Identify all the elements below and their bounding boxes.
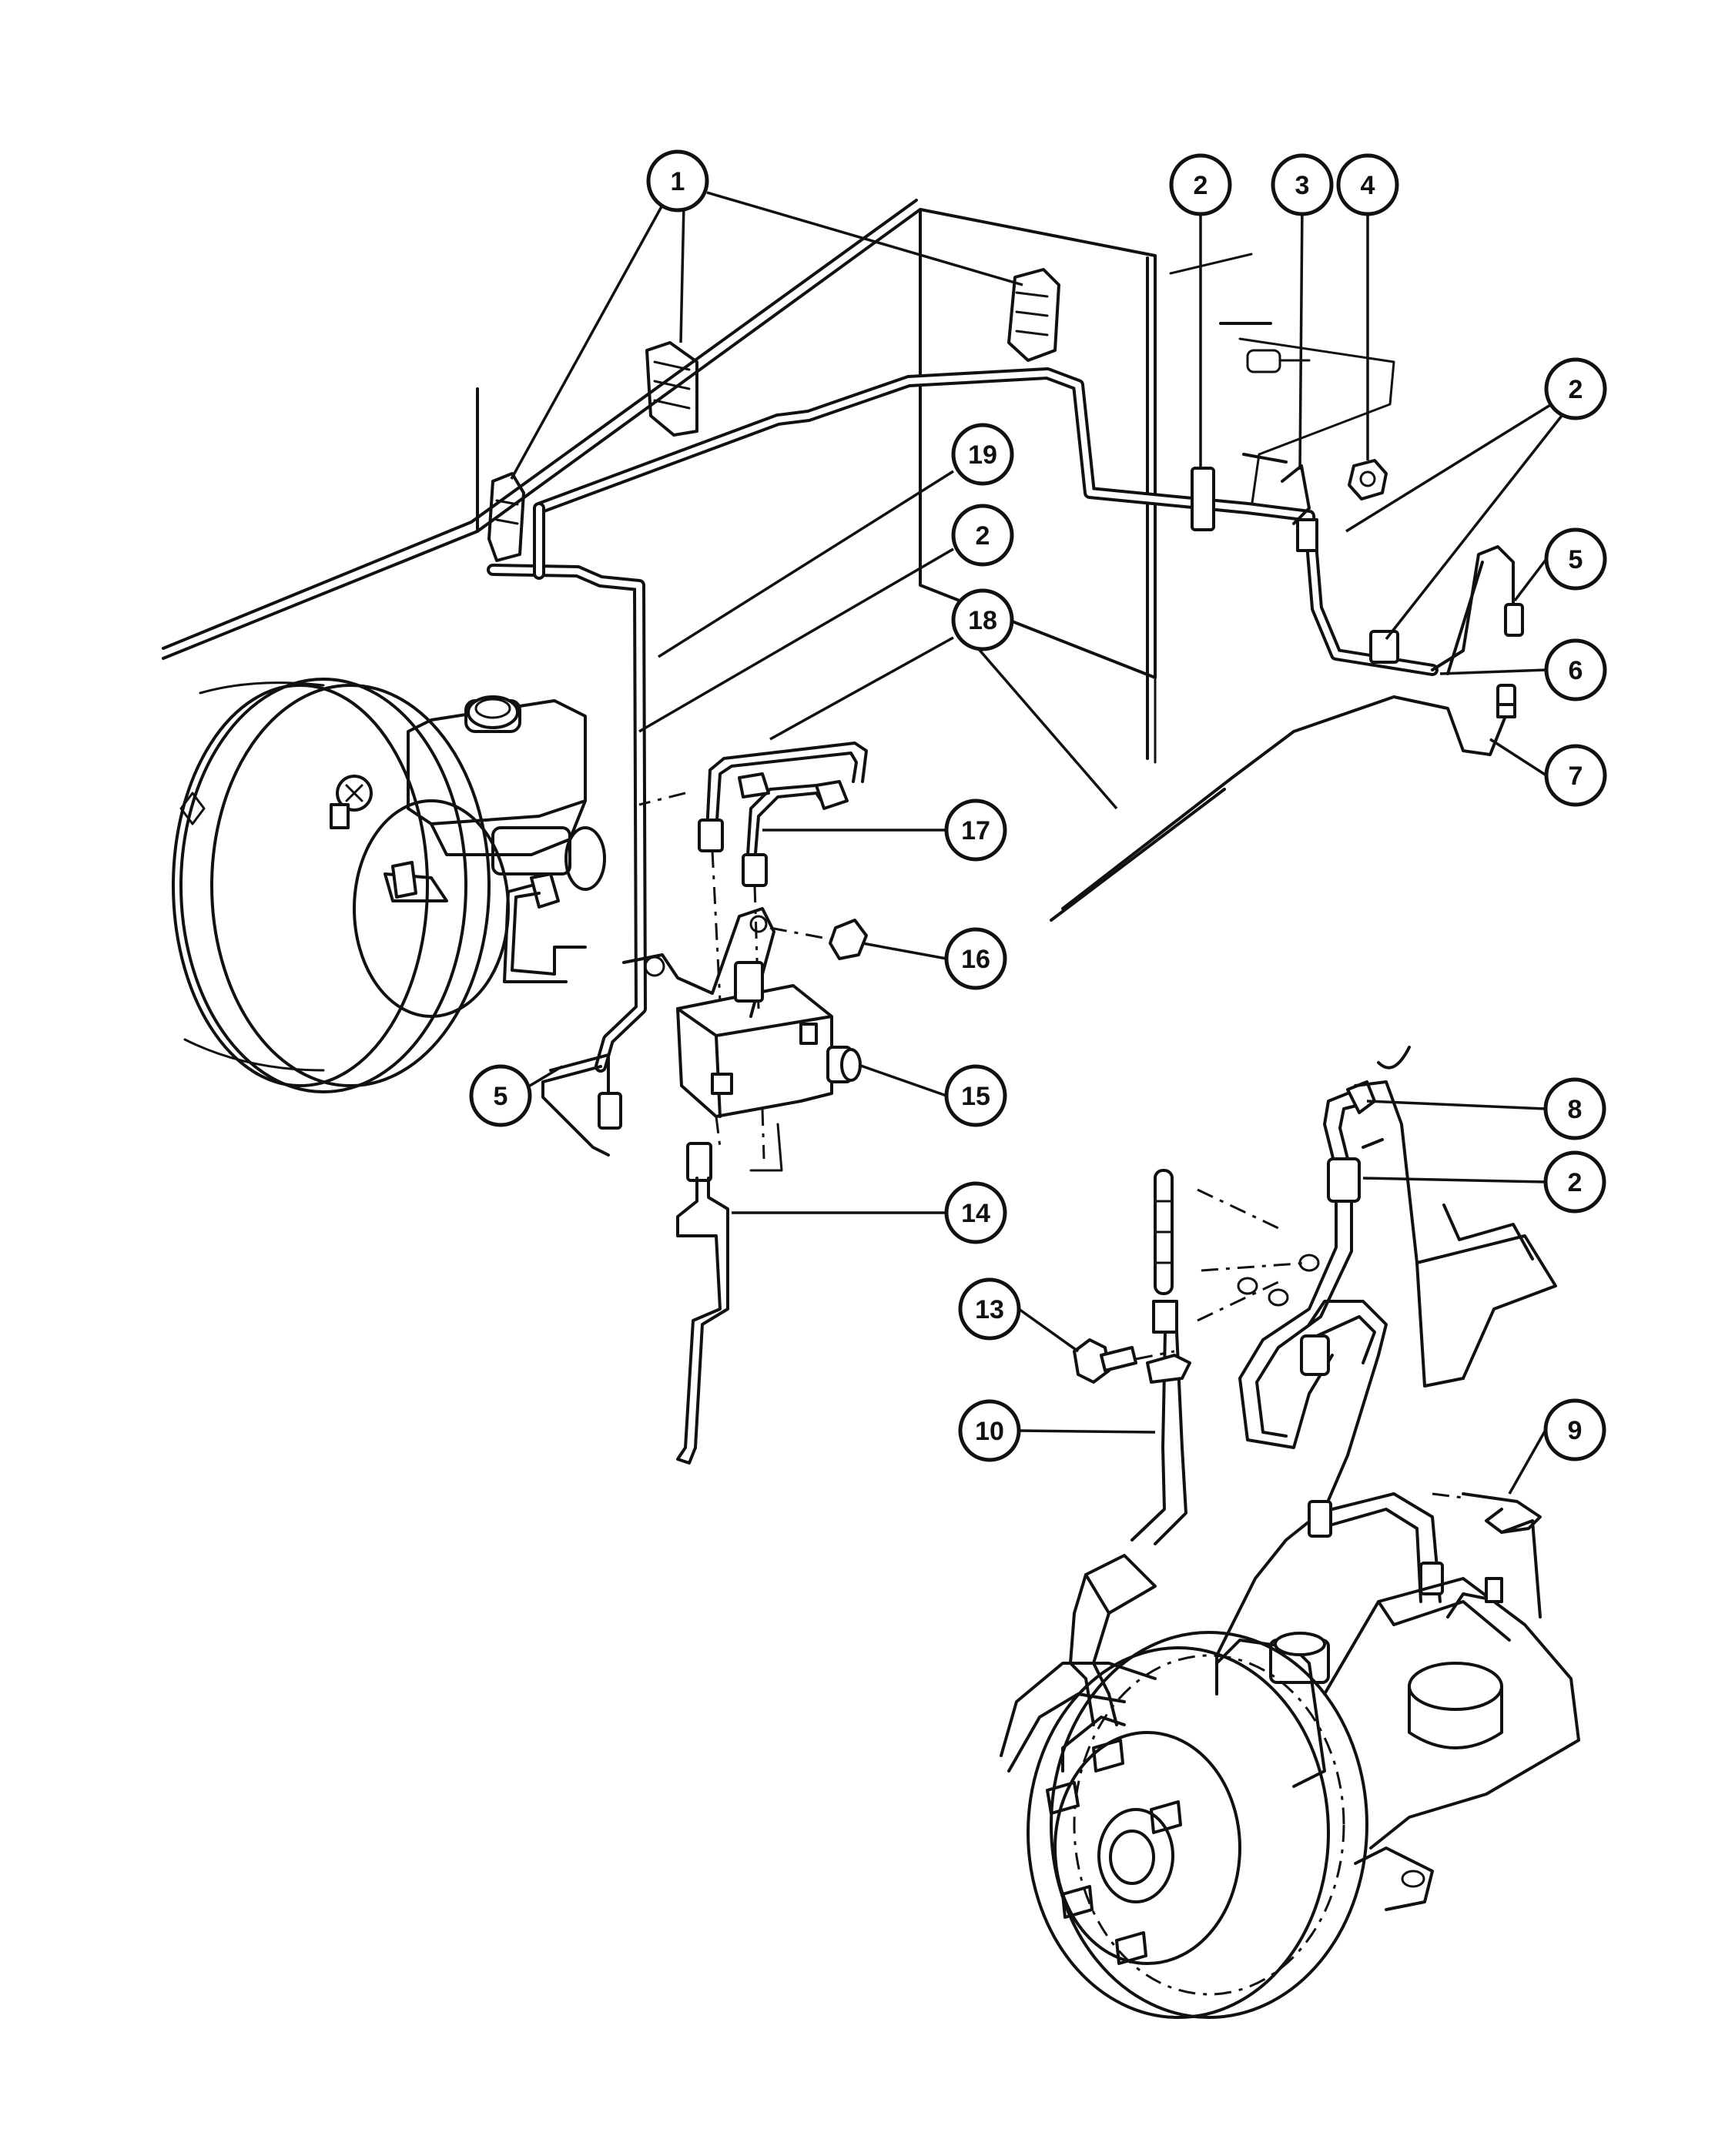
callout-3: 3 <box>1271 153 1334 216</box>
master-cylinder <box>384 695 606 983</box>
callout-7: 7 <box>1544 744 1607 807</box>
upper-brake-tubes <box>487 367 1524 1073</box>
callout-10: 10 <box>958 1399 1021 1462</box>
leader-lines <box>510 186 1563 1495</box>
svg-text:17: 17 <box>961 816 990 845</box>
proportioning-valve <box>622 907 868 1172</box>
wheel-studs <box>1046 1739 1182 1965</box>
svg-text:3: 3 <box>1295 171 1310 200</box>
svg-text:2: 2 <box>1568 1168 1583 1197</box>
callout-1: 1 <box>646 149 709 213</box>
svg-text:2: 2 <box>976 521 990 551</box>
svg-text:5: 5 <box>494 1082 508 1111</box>
svg-text:16: 16 <box>961 945 990 974</box>
tube-clips-small <box>1191 322 1399 664</box>
svg-text:10: 10 <box>975 1417 1004 1446</box>
callout-2-lower: 2 <box>1543 1150 1606 1214</box>
callout-2-right: 2 <box>1544 357 1607 420</box>
callout-5-left: 5 <box>469 1064 532 1127</box>
svg-text:1: 1 <box>671 167 685 196</box>
svg-text:6: 6 <box>1569 656 1583 685</box>
svg-text:9: 9 <box>1568 1416 1583 1445</box>
callout-13: 13 <box>958 1277 1021 1341</box>
svg-text:2: 2 <box>1194 171 1208 200</box>
svg-text:5: 5 <box>1569 545 1583 574</box>
svg-text:7: 7 <box>1569 762 1583 791</box>
svg-text:15: 15 <box>961 1082 990 1111</box>
brake-line-14 <box>676 1142 729 1465</box>
callout-16: 16 <box>944 927 1007 990</box>
callout-17: 17 <box>944 798 1007 862</box>
callout-6: 6 <box>1544 638 1607 701</box>
body-panels <box>162 199 1395 764</box>
master-to-valve-lines <box>638 742 868 1009</box>
svg-text:19: 19 <box>968 440 997 470</box>
svg-text:13: 13 <box>975 1295 1004 1324</box>
callout-18: 18 <box>951 588 1014 651</box>
callout-14: 14 <box>944 1181 1007 1244</box>
svg-text:2: 2 <box>1569 375 1583 404</box>
callout-15: 15 <box>944 1064 1007 1127</box>
brake-line-5-left <box>541 1053 622 1157</box>
svg-text:18: 18 <box>968 606 997 635</box>
callout-2-mid: 2 <box>951 504 1014 567</box>
callout-2-top: 2 <box>1169 153 1232 216</box>
callout-4: 4 <box>1336 153 1399 216</box>
callout-5-right: 5 <box>1544 527 1607 591</box>
callout-19: 19 <box>951 423 1014 486</box>
clip-9 <box>1432 1492 1542 1534</box>
steering-knuckle <box>1215 1519 1580 1911</box>
svg-text:4: 4 <box>1361 171 1375 200</box>
frame-bracket <box>1354 1046 1557 1388</box>
svg-text:8: 8 <box>1568 1095 1583 1124</box>
tube-clips <box>487 268 1060 562</box>
front-hose-assembly <box>1069 1169 1320 1726</box>
brake-rotor <box>1000 1631 1368 2019</box>
brake-booster <box>172 678 510 1093</box>
callout-9: 9 <box>1543 1398 1606 1461</box>
callout-8: 8 <box>1543 1077 1606 1140</box>
svg-text:14: 14 <box>961 1199 990 1228</box>
